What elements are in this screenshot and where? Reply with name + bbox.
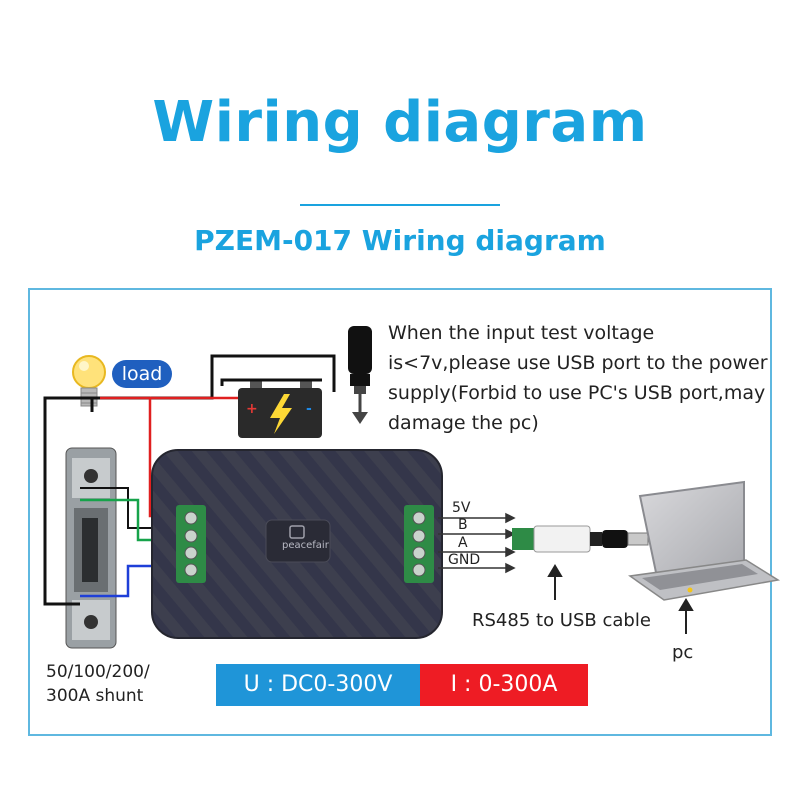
pin-label-a: A bbox=[458, 535, 468, 551]
usb-power-note: When the input test voltage is<7v,please… bbox=[388, 318, 778, 438]
diagram-frame bbox=[28, 288, 772, 736]
svg-text:+: + bbox=[246, 401, 258, 417]
signal-arrows bbox=[438, 512, 516, 574]
pin-label-gnd: GND bbox=[448, 552, 481, 568]
pc-label: pc bbox=[672, 642, 694, 663]
cable-label: RS485 to USB cable bbox=[472, 610, 651, 631]
rs485-usb-converter bbox=[512, 525, 649, 553]
arrow-up-icon bbox=[678, 598, 694, 634]
meter-device bbox=[151, 449, 443, 639]
shunt-icon bbox=[65, 447, 117, 649]
laptop-icon bbox=[628, 480, 781, 601]
note-line: is<7v,please use USB port to the power bbox=[388, 352, 768, 374]
title-divider bbox=[300, 204, 500, 206]
note-line: When the input test voltage bbox=[388, 322, 655, 344]
shunt-label-line2: 300A shunt bbox=[46, 686, 144, 706]
svg-text:-: - bbox=[306, 401, 312, 417]
note-line: damage the pc) bbox=[388, 412, 539, 434]
usb-plug-icon bbox=[348, 326, 372, 424]
arrow-up-icon bbox=[547, 564, 563, 600]
pin-label-5v: 5V bbox=[452, 500, 471, 516]
battery-icon: + - bbox=[238, 380, 322, 438]
shunt-label-line1: 50/100/200/ bbox=[46, 662, 150, 682]
page-subtitle: PZEM-017 Wiring diagram bbox=[194, 224, 606, 257]
page-title: Wiring diagram bbox=[152, 90, 648, 155]
pin-label-b: B bbox=[458, 517, 468, 533]
voltage-range-badge: U : DC0-300V bbox=[216, 664, 420, 706]
current-range-badge: I : 0-300A bbox=[420, 664, 588, 706]
device-brand: peacefair bbox=[282, 540, 329, 551]
load-badge: load bbox=[112, 360, 172, 388]
note-line: supply(Forbid to use PC's USB port,may bbox=[388, 382, 766, 404]
